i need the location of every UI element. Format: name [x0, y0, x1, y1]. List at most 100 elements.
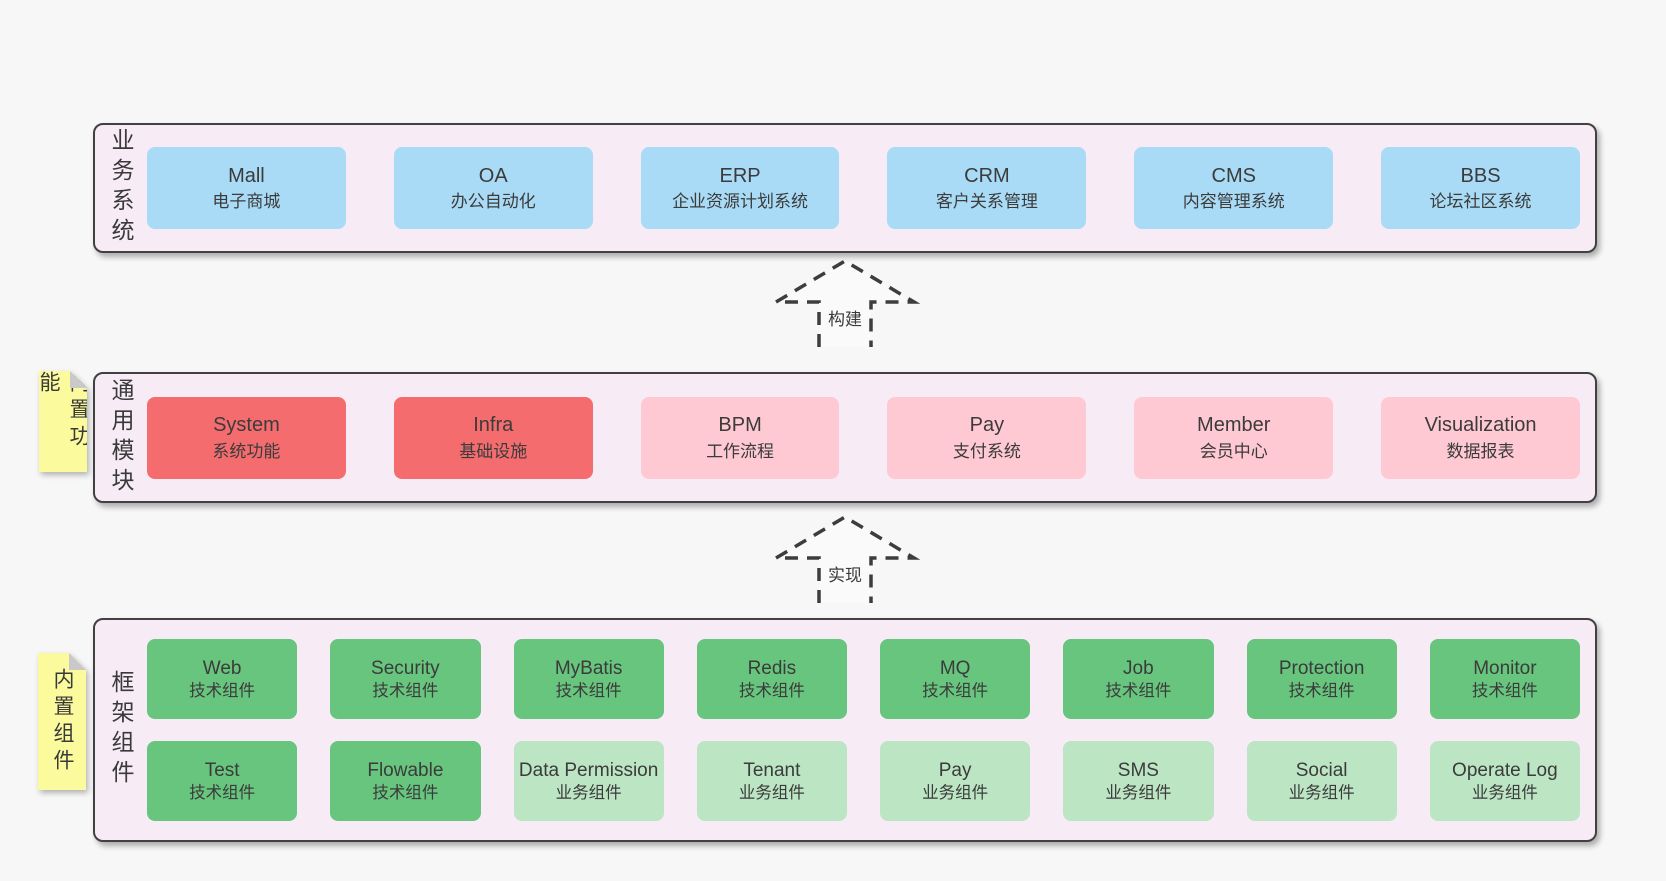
box-mq: MQ 技术组件	[880, 639, 1031, 719]
box-subtitle: 技术组件	[372, 681, 439, 700]
box-member: Member 会员中心	[1134, 396, 1334, 479]
box-title: Flowable	[367, 759, 444, 781]
box-subtitle: 技术组件	[372, 783, 439, 802]
box-subtitle: 业务组件	[555, 783, 622, 802]
box-bbs: BBS 论坛社区系统	[1381, 147, 1580, 229]
box-subtitle: 客户关系管理	[935, 192, 1038, 212]
box-subtitle: 办公自动化	[450, 192, 536, 212]
box-subtitle: 内容管理系统	[1182, 192, 1285, 212]
layer-label-business-systems: 业务系统	[108, 128, 134, 248]
box-tenant: Tenant 业务组件	[696, 741, 847, 821]
box-title: BPM	[718, 414, 762, 437]
box-title: CMS	[1211, 164, 1256, 187]
implement-arrow-label: 实现	[825, 561, 865, 586]
note-fold-corner-icon	[69, 653, 86, 670]
box-title: BBS	[1460, 164, 1501, 187]
box-bpm: BPM 工作流程	[640, 396, 840, 479]
box-title: Operate Log	[1452, 759, 1558, 781]
box-pay-component: Pay 业务组件	[880, 741, 1031, 821]
box-social: Social 业务组件	[1246, 741, 1397, 821]
box-cms: CMS 内容管理系统	[1134, 147, 1334, 229]
box-sms: SMS 业务组件	[1063, 741, 1214, 821]
note-fold-corner-icon	[70, 371, 87, 388]
box-title: MyBatis	[554, 657, 623, 679]
box-title: Pay	[969, 414, 1005, 437]
box-web: Web 技术组件	[147, 639, 298, 719]
box-title: Redis	[747, 657, 797, 679]
box-subtitle: 数据报表	[1446, 441, 1515, 461]
build-arrow: 构建	[770, 257, 920, 347]
box-subtitle: 业务组件	[1471, 783, 1538, 802]
layer-label-common-modules: 通用模块	[108, 377, 134, 498]
box-operate-log: Operate Log 业务组件	[1429, 741, 1580, 821]
sticky-note-label: 内置组件	[38, 653, 86, 790]
box-title: Tenant	[743, 759, 801, 781]
box-subtitle: 技术组件	[1288, 681, 1355, 700]
box-title: Job	[1123, 657, 1154, 679]
sticky-note-builtin-features: 内置功能	[39, 371, 87, 472]
layer-business-systems: 业务系统 Mall 电子商城 OA 办公自动化 ERP 企业资源计划系统 CRM…	[93, 123, 1597, 253]
box-subtitle: 会员中心	[1199, 441, 1268, 461]
layer1-row: Mall 电子商城 OA 办公自动化 ERP 企业资源计划系统 CRM 客户关系…	[147, 147, 1580, 229]
box-mybatis: MyBatis 技术组件	[513, 639, 664, 719]
implement-arrow: 实现	[770, 513, 920, 603]
box-title: Monitor	[1473, 657, 1537, 679]
box-title: Pay	[938, 759, 972, 781]
box-title: Data Permission	[518, 759, 659, 781]
box-title: Infra	[473, 414, 514, 437]
box-title: OA	[478, 164, 508, 187]
build-arrow-label: 构建	[825, 305, 865, 330]
box-subtitle: 业务组件	[922, 783, 989, 802]
box-subtitle: 技术组件	[922, 681, 989, 700]
layer2-rows: System 系统功能 Infra 基础设施 BPM 工作流程 Pay 支付系统…	[147, 374, 1595, 501]
box-data-permission: Data Permission 业务组件	[513, 741, 664, 821]
box-title: Member	[1197, 414, 1271, 437]
layer3-rows: Web 技术组件 Security 技术组件 MyBatis 技术组件 Redi…	[147, 620, 1595, 840]
box-title: MQ	[939, 657, 971, 679]
sticky-note-builtin-components: 内置组件	[38, 653, 86, 790]
dashed-up-arrow-icon	[770, 514, 920, 603]
layer3-row-1: Web 技术组件 Security 技术组件 MyBatis 技术组件 Redi…	[147, 639, 1580, 719]
box-title: Social	[1295, 759, 1348, 781]
layer1-rows: Mall 电子商城 OA 办公自动化 ERP 企业资源计划系统 CRM 客户关系…	[147, 125, 1595, 251]
layer-label-framework-components: 框架组件	[108, 670, 134, 790]
box-subtitle: 论坛社区系统	[1429, 192, 1532, 212]
box-subtitle: 支付系统	[952, 441, 1021, 461]
dashed-up-arrow-icon	[770, 258, 920, 347]
box-title: Test	[204, 759, 240, 781]
layer-common-modules: 通用模块 System 系统功能 Infra 基础设施 BPM 工作流程 Pay…	[93, 372, 1597, 503]
box-subtitle: 系统功能	[212, 441, 281, 461]
box-mall: Mall 电子商城	[147, 147, 346, 229]
box-test: Test 技术组件	[147, 741, 298, 821]
box-crm: CRM 客户关系管理	[887, 147, 1087, 229]
box-title: Security	[371, 657, 440, 679]
layer3-row-2: Test 技术组件 Flowable 技术组件 Data Permission …	[147, 741, 1580, 821]
box-oa: OA 办公自动化	[393, 147, 593, 229]
box-subtitle: 电子商城	[212, 192, 281, 212]
box-infra: Infra 基础设施	[393, 396, 593, 479]
layer-framework-components: 框架组件 Web 技术组件 Security 技术组件 MyBatis 技术组件…	[93, 618, 1597, 842]
box-title: Visualization	[1424, 414, 1537, 437]
box-title: Web	[202, 657, 242, 679]
box-system: System 系统功能	[147, 396, 346, 479]
box-flowable: Flowable 技术组件	[330, 741, 481, 821]
box-subtitle: 技术组件	[1105, 681, 1172, 700]
box-subtitle: 业务组件	[738, 783, 805, 802]
box-protection: Protection 技术组件	[1246, 639, 1397, 719]
box-subtitle: 业务组件	[1288, 783, 1355, 802]
box-job: Job 技术组件	[1063, 639, 1214, 719]
box-pay-module: Pay 支付系统	[887, 396, 1087, 479]
box-title: ERP	[719, 164, 761, 187]
box-subtitle: 业务组件	[1105, 783, 1172, 802]
box-subtitle: 企业资源计划系统	[672, 192, 809, 212]
box-title: System	[213, 414, 280, 437]
box-subtitle: 技术组件	[189, 681, 256, 700]
box-title: SMS	[1117, 759, 1159, 781]
box-subtitle: 基础设施	[459, 441, 528, 461]
box-title: Protection	[1278, 657, 1365, 679]
box-security: Security 技术组件	[330, 639, 481, 719]
box-visualization: Visualization 数据报表	[1381, 396, 1580, 479]
box-monitor: Monitor 技术组件	[1429, 639, 1580, 719]
box-title: Mall	[228, 164, 265, 187]
